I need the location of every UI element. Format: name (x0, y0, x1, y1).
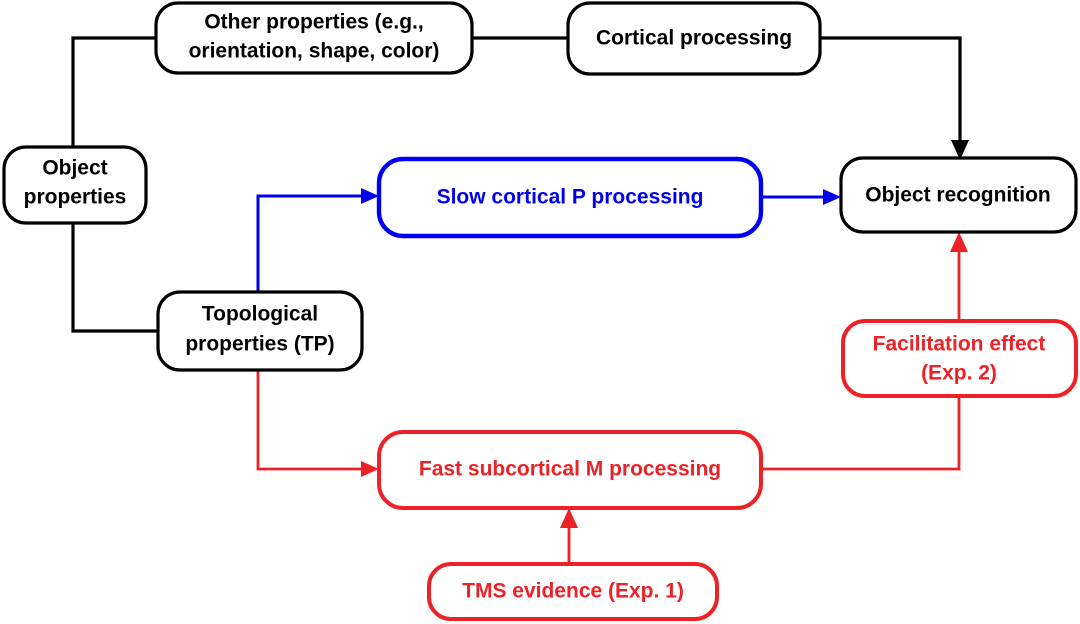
edge-topological-properties-to-slow-cortical-p (256, 188, 379, 292)
arrowhead-up-red (950, 232, 968, 252)
edge-slow-cortical-p-to-object-recognition (761, 189, 841, 205)
node-cortical-processing-label: Cortical processing (596, 27, 792, 50)
arrowhead-right-blue-2 (823, 189, 841, 205)
node-tms-evidence[interactable]: TMS evidence (Exp. 1) (427, 562, 719, 621)
edge-facilitation-effect-to-object-recognition (950, 232, 968, 321)
node-facilitation-effect[interactable]: Facilitation effect (Exp. 2) (841, 319, 1078, 398)
node-tms-evidence-shape[interactable] (427, 562, 719, 621)
node-other-properties-label-line2: orientation, shape, color) (189, 40, 440, 63)
node-topological-properties-label-line1: Topological (202, 303, 318, 326)
node-tms-evidence-label: TMS evidence (Exp. 1) (462, 580, 684, 603)
node-other-properties-shape[interactable] (154, 1, 474, 75)
node-topological-properties-label-line2: properties (TP) (185, 333, 334, 356)
node-cortical-processing[interactable]: Cortical processing (566, 1, 822, 76)
node-object-properties-label-line2: properties (24, 186, 127, 209)
node-object-properties[interactable]: Object properties (2, 145, 148, 225)
node-object-properties-label-line1: Object (42, 157, 107, 180)
edge-fast-subcortical-m-to-facilitation-effect (761, 396, 961, 471)
arrowhead-right-blue (361, 188, 379, 204)
node-fast-subcortical-m-processing-label: Fast subcortical M processing (419, 458, 721, 481)
node-topological-properties[interactable]: Topological properties (TP) (156, 290, 364, 372)
node-topological-properties-shape[interactable] (156, 290, 364, 372)
edge-topological-properties-to-fast-subcortical-m (256, 370, 379, 477)
node-object-recognition-label: Object recognition (865, 184, 1051, 207)
node-other-properties[interactable]: Other properties (e.g., orientation, sha… (154, 1, 474, 75)
arrowhead-down-black (951, 140, 969, 160)
node-facilitation-effect-label-line2: (Exp. 2) (921, 362, 997, 385)
node-slow-cortical-p-processing-shape[interactable] (376, 156, 764, 239)
node-slow-cortical-p-processing-label: Slow cortical P processing (437, 186, 704, 209)
node-fast-subcortical-m-processing[interactable]: Fast subcortical M processing (377, 430, 763, 510)
node-object-properties-shape[interactable] (2, 145, 148, 225)
arrowhead-up-red-2 (560, 508, 578, 528)
node-cortical-processing-shape[interactable] (566, 1, 822, 76)
node-object-recognition-shape[interactable] (839, 156, 1078, 234)
node-facilitation-effect-label-line1: Facilitation effect (873, 333, 1046, 356)
node-object-recognition[interactable]: Object recognition (839, 156, 1078, 234)
node-other-properties-label-line1: Other properties (e.g., (204, 11, 423, 34)
arrowhead-right-red (361, 461, 379, 477)
node-facilitation-effect-shape[interactable] (841, 319, 1078, 398)
node-slow-cortical-p-processing[interactable]: Slow cortical P processing (376, 156, 764, 239)
edge-cortical-processing-to-object-recognition (820, 36, 969, 160)
edge-tms-evidence-to-fast-subcortical-m (560, 508, 578, 564)
node-fast-subcortical-m-processing-shape[interactable] (377, 430, 763, 510)
